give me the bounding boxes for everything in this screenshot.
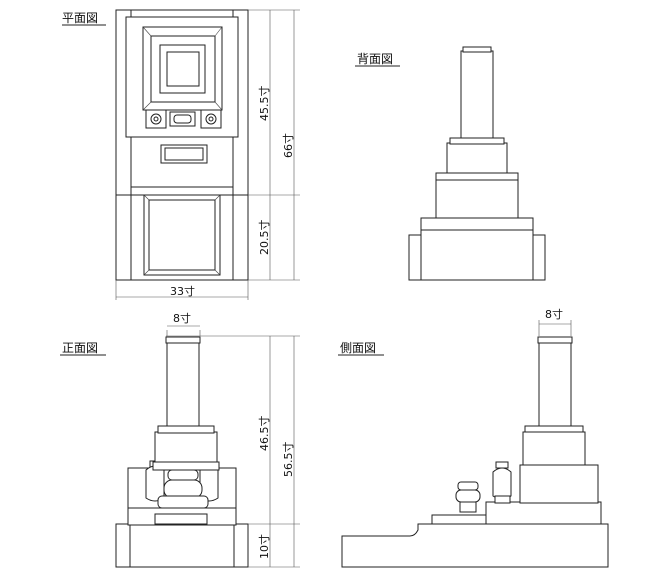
back-view <box>408 46 546 281</box>
dim-front-upper: 46.5寸 <box>257 416 271 452</box>
dim-plan-upper: 45.5寸 <box>257 86 271 122</box>
front-dimensions: 8寸 46.5寸 10寸 56.5寸 <box>166 311 300 568</box>
view-label-back: 背面図 <box>357 52 393 66</box>
side-view <box>341 336 609 568</box>
dim-side-width: 8寸 <box>545 307 563 321</box>
dim-plan-lower: 20.5寸 <box>257 220 271 256</box>
dim-plan-width: 33寸 <box>170 284 195 298</box>
view-label-front: 正面図 <box>62 341 98 355</box>
dim-front-lower: 10寸 <box>257 534 271 559</box>
plan-dimensions: 45.5寸 20.5寸 66寸 33寸 <box>115 9 300 300</box>
view-label-side: 側面図 <box>340 341 376 355</box>
front-view <box>115 336 249 568</box>
view-label-plan: 平面図 <box>62 11 98 25</box>
dim-plan-total: 66寸 <box>281 133 295 158</box>
side-dimensions: 8寸 <box>538 307 572 336</box>
dim-front-width: 8寸 <box>173 311 191 325</box>
plan-view <box>115 9 249 281</box>
dim-front-total: 56.5寸 <box>281 442 295 478</box>
